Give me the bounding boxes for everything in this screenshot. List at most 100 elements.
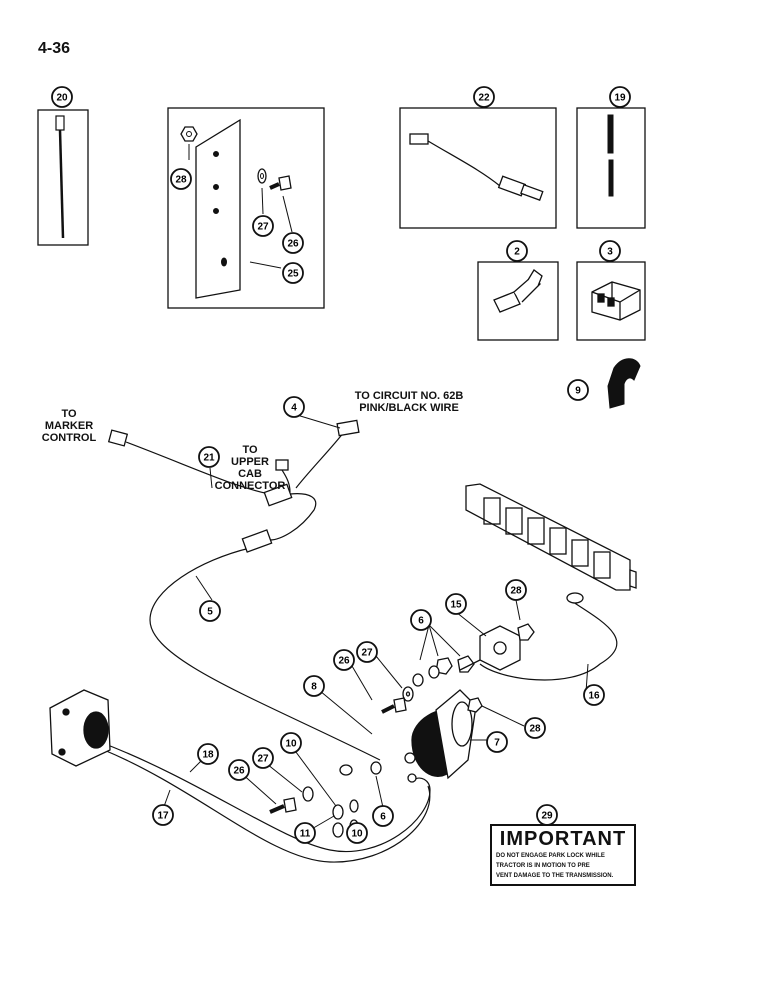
callout-number: 28 xyxy=(529,724,541,735)
callout-c9: 9 xyxy=(567,379,589,401)
box-connector-3 xyxy=(576,261,646,341)
callout-number: 10 xyxy=(351,829,363,840)
bolt-icon xyxy=(269,175,292,191)
washer-icon xyxy=(257,168,267,184)
callout-circle xyxy=(506,240,528,262)
decal-line-3: VENT DAMAGE TO THE TRANSMISSION. xyxy=(496,873,614,879)
callout-circle xyxy=(356,641,378,663)
callout-number: 5 xyxy=(207,607,213,618)
callout-circle xyxy=(583,684,605,706)
callout-c20: 20 xyxy=(51,86,73,108)
callout-c19: 19 xyxy=(609,86,631,108)
callout-circle xyxy=(252,215,274,237)
callout-number: 7 xyxy=(494,738,500,749)
box-harness-22 xyxy=(399,107,557,229)
label-to-upper-cab-connector: TO UPPER CAB CONNECTOR xyxy=(214,444,286,492)
callout-number: 28 xyxy=(175,175,187,186)
callout-c26c: 26 xyxy=(228,759,250,781)
decal-line-2: TRACTOR IS IN MOTION TO PRE xyxy=(496,863,590,869)
callout-c27a: 27 xyxy=(252,215,274,237)
callout-number: 8 xyxy=(311,682,317,693)
rubber-boot-icon xyxy=(607,358,641,409)
callout-number: 4 xyxy=(291,403,297,414)
callout-c3: 3 xyxy=(599,240,621,262)
cable-tie-icon xyxy=(55,115,65,239)
box-terminal-19 xyxy=(576,107,646,229)
callout-circle xyxy=(410,609,432,631)
callout-circle xyxy=(524,717,546,739)
callout-number: 10 xyxy=(285,739,297,750)
callout-circle xyxy=(283,396,305,418)
solenoid-icon xyxy=(404,689,483,783)
callout-number: 6 xyxy=(380,812,386,823)
callout-circle xyxy=(152,804,174,826)
bracket-plate-icon xyxy=(195,118,241,299)
box-cable-tie xyxy=(37,109,89,246)
callout-circle xyxy=(199,600,221,622)
nut-icon xyxy=(180,126,198,142)
callout-c6b: 6 xyxy=(372,805,394,827)
callout-c18: 18 xyxy=(197,743,219,765)
callout-c16: 16 xyxy=(583,684,605,706)
callout-circle xyxy=(473,86,495,108)
callout-circle xyxy=(599,240,621,262)
callout-number: 18 xyxy=(202,750,214,761)
callout-c5: 5 xyxy=(199,600,221,622)
harness-icon xyxy=(409,133,544,201)
fuse-block-icon xyxy=(465,483,637,604)
callout-circle xyxy=(486,731,508,753)
callout-number: 26 xyxy=(338,656,350,667)
nut-icon xyxy=(412,655,481,687)
callout-circle xyxy=(198,446,220,468)
important-decal: IMPORTANT DO NOT ENGAGE PARK LOCK WHILE … xyxy=(490,824,636,886)
decal-line-1: DO NOT ENGAGE PARK LOCK WHILE xyxy=(496,853,605,859)
callout-circle xyxy=(505,579,527,601)
callout-number: 29 xyxy=(541,811,553,822)
callout-number: 20 xyxy=(56,93,68,104)
callout-number: 16 xyxy=(588,691,600,702)
callout-circle xyxy=(346,822,368,844)
callout-number: 6 xyxy=(418,616,424,627)
terminal-pin-icon xyxy=(607,114,614,197)
spade-terminal-icon xyxy=(493,269,543,313)
callout-number: 11 xyxy=(300,829,311,840)
trailer-socket-icon xyxy=(49,689,111,767)
callout-circle xyxy=(445,593,467,615)
washer-icon xyxy=(402,686,414,702)
callout-c28a: 28 xyxy=(170,168,192,190)
callout-circle xyxy=(333,649,355,671)
callout-circle xyxy=(372,805,394,827)
callout-number: 28 xyxy=(510,586,522,597)
callout-number: 25 xyxy=(287,269,299,280)
callout-circle xyxy=(282,262,304,284)
callout-circle xyxy=(51,86,73,108)
callout-circle xyxy=(294,822,316,844)
callout-c8: 8 xyxy=(303,675,325,697)
box-bracket-kit xyxy=(167,107,325,309)
callout-c6a: 6 xyxy=(410,609,432,631)
washer-icon xyxy=(302,761,382,838)
box-terminal-2 xyxy=(477,261,559,341)
circuit-breaker-icon xyxy=(479,623,535,671)
callout-circle xyxy=(170,168,192,190)
callout-c27b: 27 xyxy=(356,641,378,663)
label-to-marker-control: TO MARKER CONTROL xyxy=(41,408,97,444)
callout-circle xyxy=(567,379,589,401)
callout-c10b: 10 xyxy=(346,822,368,844)
callout-c22: 22 xyxy=(473,86,495,108)
callout-c10a: 10 xyxy=(280,732,302,754)
bolt-icon xyxy=(381,697,407,714)
callout-number: 26 xyxy=(287,239,299,250)
callout-c15: 15 xyxy=(445,593,467,615)
callout-number: 27 xyxy=(361,648,373,659)
callout-c28b: 28 xyxy=(505,579,527,601)
callout-c17: 17 xyxy=(152,804,174,826)
callout-c11: 11 xyxy=(294,822,316,844)
callout-circle xyxy=(197,743,219,765)
callout-number: 21 xyxy=(203,453,215,464)
callout-circle xyxy=(252,747,274,769)
cab-connector-icon xyxy=(263,459,293,507)
callout-circle xyxy=(280,732,302,754)
callout-circle xyxy=(282,232,304,254)
